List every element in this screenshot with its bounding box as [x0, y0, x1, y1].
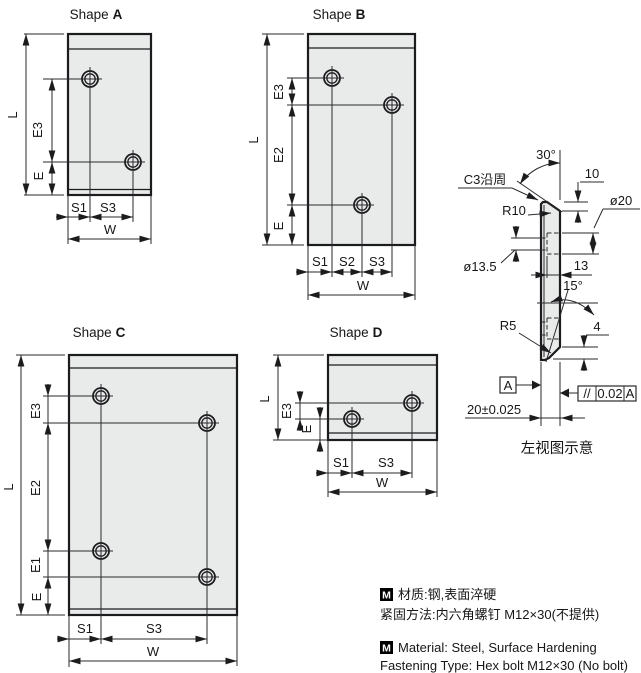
datum-a-box — [499, 376, 517, 394]
dimension-lines-b — [262, 33, 416, 300]
dim-label-e1: E1 — [28, 557, 43, 573]
dim-label-s3: S3 — [100, 200, 116, 215]
bolt-hole — [340, 407, 364, 431]
dim-label-e3: E3 — [271, 84, 286, 100]
chamfer-note-label: C3沿周 — [464, 172, 507, 187]
dim-label-s2: S2 — [339, 254, 355, 269]
hidden-hole-lines — [541, 232, 560, 340]
radius-bottom-label: R5 — [500, 318, 517, 333]
datum-a-label: A — [504, 378, 513, 393]
dim-label-e: E — [299, 424, 314, 433]
dim-label-e2: E2 — [271, 147, 286, 163]
dimension-lines-d — [273, 354, 438, 497]
dim-label-s1: S1 — [333, 455, 349, 470]
side-dimension-lines — [458, 150, 640, 426]
dim-label-e3: E3 — [28, 403, 43, 419]
material-badge — [380, 588, 393, 601]
material-badge-letter: M — [382, 590, 391, 602]
dim-label-e: E — [31, 171, 46, 180]
material-badge — [380, 641, 393, 654]
radius-top-label: R10 — [502, 203, 526, 218]
dim-label-w: W — [147, 644, 160, 659]
dim-label-s3: S3 — [378, 455, 394, 470]
dim-label-s1: S1 — [71, 200, 87, 215]
bolt-hole — [380, 93, 404, 117]
side-view-caption: 左视图示意 — [521, 439, 594, 457]
dim-label-l: L — [5, 111, 20, 118]
dim-label-l: L — [246, 136, 261, 143]
counterbore-depth-label: 13 — [574, 258, 588, 273]
dia-through-label: ø13.5 — [463, 259, 496, 274]
parallel-datum: A — [626, 386, 635, 401]
dimension-lines-c — [16, 354, 238, 667]
dim-label-w: W — [357, 278, 370, 293]
plate-a — [66, 32, 153, 197]
tolerance-arrow — [560, 388, 569, 398]
material-notes: M 材质:钢,表面淬硬 紧固方法:内六角螺钉 M12×30(不提供) M Mat… — [380, 587, 628, 673]
dim-label-e3: E3 — [30, 122, 45, 138]
dim-label-e: E — [29, 592, 44, 601]
angle-top-label: 30° — [536, 147, 556, 162]
parallel-symbol: // — [583, 386, 591, 401]
dim-label-e2: E2 — [28, 480, 43, 496]
dim-label-l: L — [1, 483, 16, 490]
side-view: A // 0.02 A 30° 10 C3沿周 R10 ø20 ø13.5 13… — [458, 147, 640, 457]
bolt-hole — [195, 411, 219, 435]
dim-label-s1: S1 — [312, 254, 328, 269]
bolt-hole — [78, 67, 102, 91]
material-note-en: Material: Steel, Surface Hardening — [398, 640, 597, 655]
plate-d — [326, 353, 439, 442]
offset-top-label: 10 — [585, 166, 599, 181]
angle-bottom-label: 15° — [563, 278, 583, 293]
chamfer-height-label: 4 — [593, 319, 600, 334]
parallelism-frame: // 0.02 A — [577, 385, 637, 402]
dim-label-e3: E3 — [279, 403, 294, 419]
material-note-cn: 材质:钢,表面淬硬 — [398, 587, 496, 602]
bolt-hole — [320, 66, 344, 90]
dia-counterbore-label: ø20 — [610, 193, 632, 208]
dim-label-s1: S1 — [77, 621, 93, 636]
bolt-hole — [350, 193, 374, 217]
dim-label-w: W — [104, 222, 117, 237]
thickness-label: 20±0.025 — [467, 402, 521, 417]
bolt-hole — [400, 391, 424, 415]
dimension-lines-a — [22, 33, 152, 244]
dim-label-s3: S3 — [369, 254, 385, 269]
bolt-hole — [121, 150, 145, 174]
parallel-tolerance: 0.02 — [597, 386, 622, 401]
fastening-note-cn: 紧固方法:内六角螺钉 M12×30(不提供) — [380, 607, 599, 622]
dim-label-e: E — [271, 221, 286, 230]
dim-label-l: L — [257, 395, 272, 402]
bolt-hole — [89, 384, 113, 408]
datum-arrow — [532, 380, 541, 390]
dim-label-w: W — [376, 475, 389, 490]
material-badge-letter: M — [382, 643, 391, 655]
fastening-note-en: Fastening Type: Hex bolt M12×30 (No bolt… — [380, 658, 628, 673]
dim-label-s3: S3 — [146, 621, 162, 636]
